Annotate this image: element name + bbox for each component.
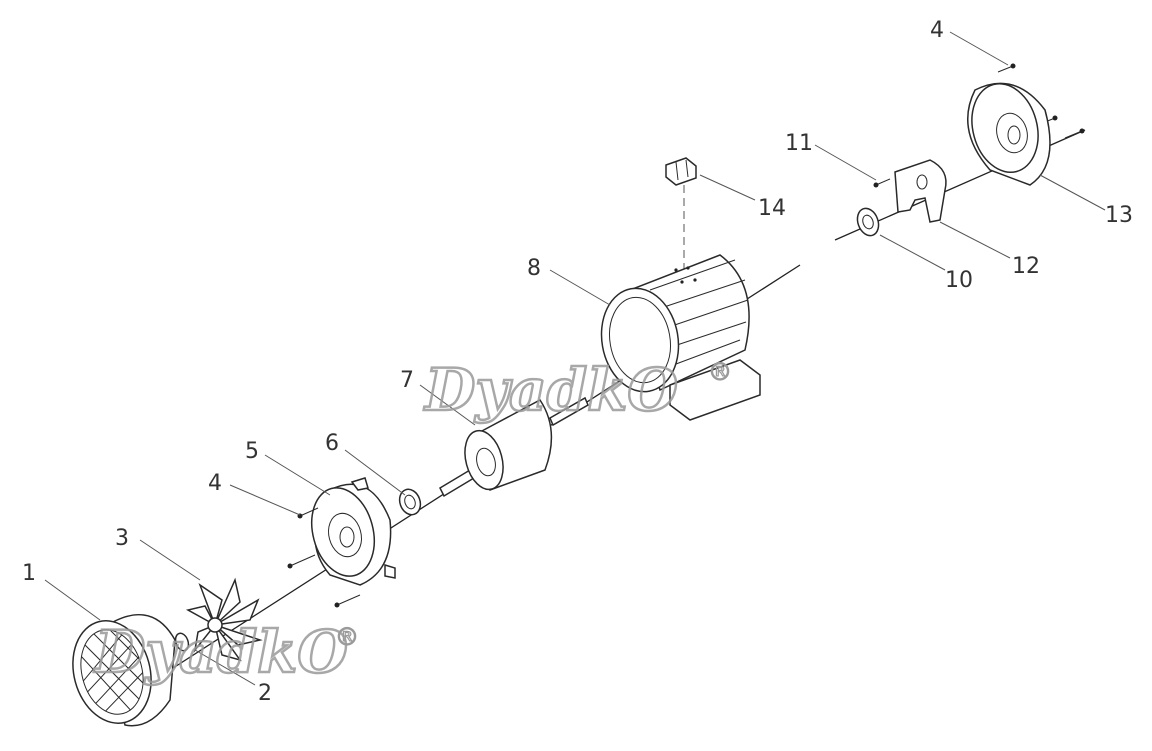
watermark-mark-bottom: ® [335, 623, 359, 651]
callout-13: 13 [1105, 203, 1133, 228]
bolts-front [287, 507, 361, 608]
callout-7: 7 [400, 368, 414, 393]
watermark-text-center: DyadkO [423, 356, 678, 424]
callout-4-rear: 4 [930, 18, 944, 43]
watermark-mark-center: ® [708, 358, 732, 386]
callout-8: 8 [527, 256, 541, 281]
callout-11: 11 [785, 131, 813, 156]
callout-10: 10 [945, 268, 973, 293]
leader-lines [44, 31, 1106, 686]
rear-bearing [856, 207, 880, 237]
terminal-block [665, 157, 697, 186]
callout-6: 6 [325, 431, 339, 456]
callout-2: 2 [258, 681, 272, 706]
callout-1: 1 [22, 561, 36, 586]
rotor [439, 396, 589, 498]
callout-14: 14 [758, 196, 786, 221]
fan-impeller [185, 577, 263, 662]
watermark-bottom: DyadkO ® [92, 617, 360, 688]
callout-12: 12 [1012, 254, 1040, 279]
stator-housing [600, 254, 761, 421]
watermark-text-bottom: DyadkO [93, 618, 348, 686]
rear-end-shield [967, 82, 1051, 186]
callout-3: 3 [115, 526, 129, 551]
callout-4-front: 4 [208, 471, 222, 496]
bearing-bracket [894, 159, 947, 223]
fan-cover [72, 613, 176, 727]
front-bearing [398, 488, 422, 516]
callout-5: 5 [245, 439, 259, 464]
front-end-shield [311, 477, 396, 586]
watermark-center: DyadkO ® [422, 355, 733, 426]
circlip [174, 632, 190, 652]
callout-numbers: 1 2 3 4 5 6 7 8 10 11 12 13 14 4 [22, 18, 1133, 706]
